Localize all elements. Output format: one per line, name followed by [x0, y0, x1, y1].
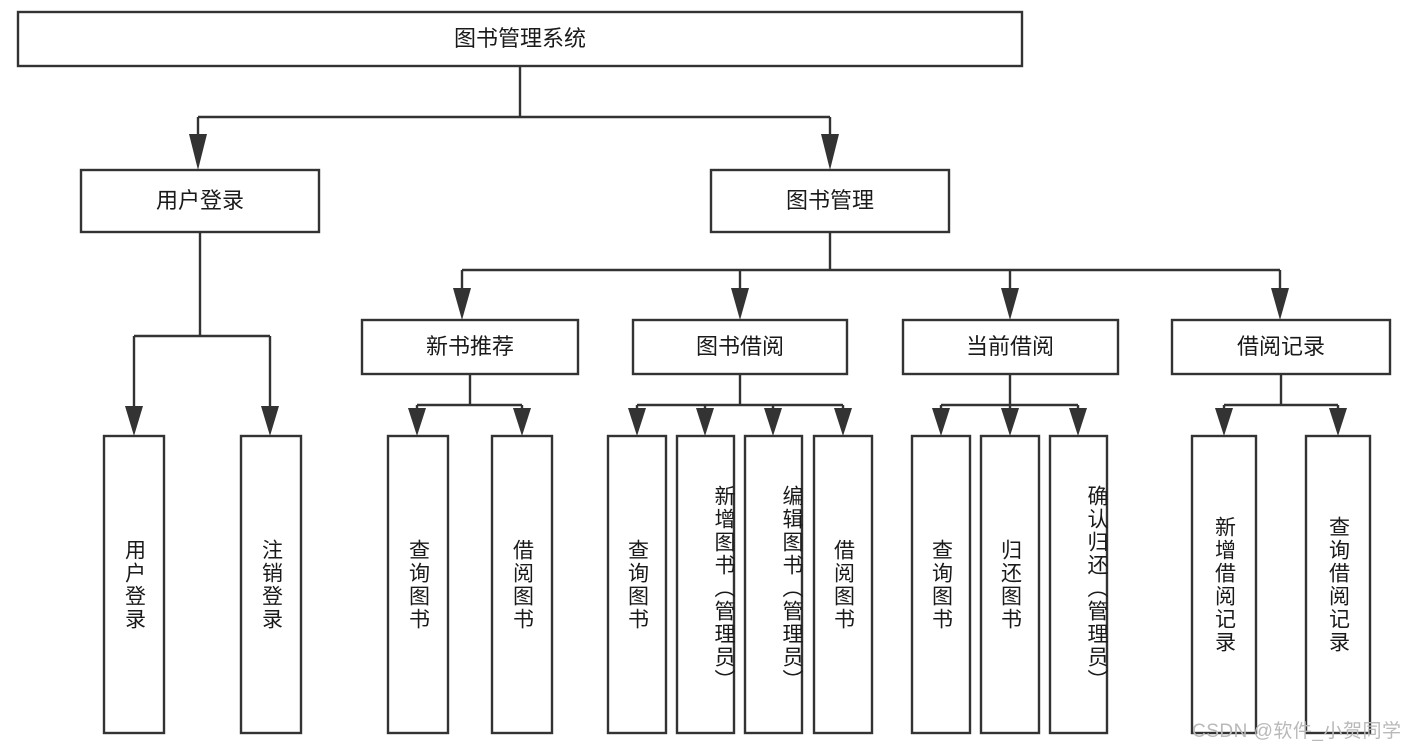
leaf-box-borrow-book-1[interactable] [490, 434, 554, 735]
leaf-box-borrow-book-2[interactable] [812, 434, 874, 735]
leaf-box-query-book-1[interactable] [386, 434, 450, 735]
node-current-borrow[interactable]: 当前借阅 [901, 318, 1120, 376]
node-book-borrow-label: 图书借阅 [696, 334, 784, 359]
node-borrow-record[interactable]: 借阅记录 [1170, 318, 1392, 376]
node-root-box[interactable] [16, 10, 1024, 68]
connector-group-current-borrow [932, 374, 1087, 436]
leaf-box-query-book-3[interactable] [910, 434, 972, 735]
leaf-box-query-book-2[interactable] [606, 434, 668, 735]
node-book-borrow-box[interactable] [631, 318, 849, 376]
leaf-box-add-book[interactable] [675, 434, 736, 735]
leaf-box-confirm-return[interactable] [1048, 434, 1109, 735]
arrow-head-new-book-recommend [453, 288, 471, 320]
arrow-head-leaf-borrow-book-2 [834, 408, 852, 436]
arrow-head-leaf-query-book-3 [932, 408, 950, 436]
node-root[interactable]: 图书管理系统 [16, 10, 1024, 68]
connector-group-new-book-recommend [408, 374, 531, 436]
leaf-box-return-book[interactable] [979, 434, 1041, 735]
node-user-login[interactable]: 用户登录 [79, 168, 321, 234]
arrow-head-leaf-add-book [696, 408, 714, 436]
arrow-head-leaf-add-record [1215, 408, 1233, 436]
arrow-head-leaf-borrow-book-1 [513, 408, 531, 436]
arrow-head-user-login [189, 134, 207, 170]
node-new-book-recommend-label: 新书推荐 [426, 334, 514, 359]
leaf-box-logout-login[interactable] [239, 434, 303, 735]
node-borrow-record-box[interactable] [1170, 318, 1392, 376]
node-user-login-label: 用户登录 [156, 188, 244, 213]
node-new-book-recommend-box[interactable] [360, 318, 580, 376]
node-book-borrow[interactable]: 图书借阅 [631, 318, 849, 376]
leaf-box-query-record[interactable] [1304, 434, 1372, 735]
arrow-head-leaf-query-record [1329, 408, 1347, 436]
node-borrow-record-label: 借阅记录 [1237, 334, 1325, 359]
node-new-book-recommend[interactable]: 新书推荐 [360, 318, 580, 376]
connector-group-borrow-record [1215, 374, 1347, 436]
arrow-head-book-manage [821, 134, 839, 170]
connector-group-root [189, 66, 839, 170]
leaf-box-add-record[interactable] [1190, 434, 1258, 735]
node-current-borrow-box[interactable] [901, 318, 1120, 376]
node-book-manage-label: 图书管理 [786, 188, 874, 213]
connector-group-user-login [125, 232, 279, 436]
arrow-head-leaf-query-book-1 [408, 408, 426, 436]
connector-group-book-manage [453, 232, 1289, 320]
arrow-head-current-borrow [1001, 288, 1019, 320]
connector-group-book-borrow [628, 374, 852, 436]
arrow-head-book-borrow [731, 288, 749, 320]
leaf-box-group [102, 434, 1372, 735]
arrow-head-leaf-user-login [125, 406, 143, 436]
csdn-watermark: CSDN @软件_小贺同学 [1192, 721, 1402, 742]
arrow-head-leaf-query-book-2 [628, 408, 646, 436]
leaf-box-edit-book[interactable] [743, 434, 804, 735]
node-root-label: 图书管理系统 [454, 26, 586, 51]
arrow-head-leaf-edit-book [764, 408, 782, 436]
arrow-head-borrow-record [1271, 288, 1289, 320]
node-book-manage-box[interactable] [709, 168, 951, 234]
arrow-head-leaf-confirm-return [1069, 408, 1087, 436]
leaf-box-user-login[interactable] [102, 434, 166, 735]
node-current-borrow-label: 当前借阅 [966, 334, 1054, 359]
arrow-head-leaf-return-book [1001, 408, 1019, 436]
node-user-login-box[interactable] [79, 168, 321, 234]
node-book-manage[interactable]: 图书管理 [709, 168, 951, 234]
arrow-head-leaf-logout-login [261, 406, 279, 436]
